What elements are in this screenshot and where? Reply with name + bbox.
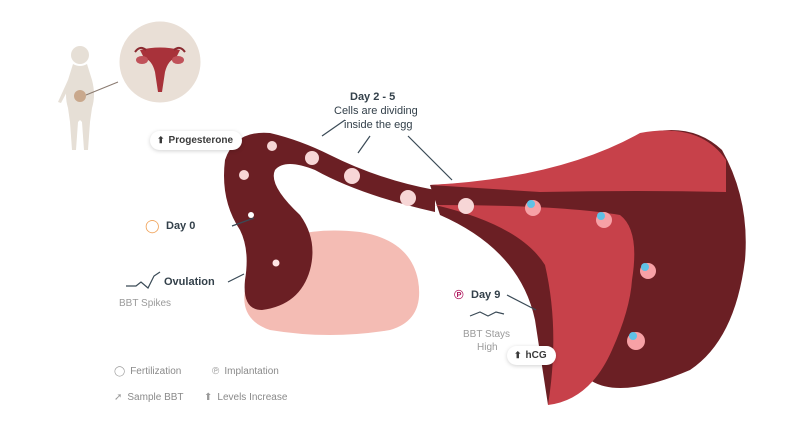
day9-label: Day 9 <box>471 289 501 301</box>
fertilization-icon: ◯ <box>114 366 126 377</box>
uterus-outer <box>430 130 726 192</box>
egg-day0 <box>248 212 254 218</box>
zoom-pointer <box>85 81 119 96</box>
legend-fertilization-label: Fertilization <box>130 366 182 377</box>
uterus-marker <box>74 90 86 102</box>
legend-sample-bbt-label: Sample BBT <box>127 392 184 403</box>
egg-3 <box>305 151 319 165</box>
cells-dividing-line2: inside the egg <box>344 119 413 131</box>
fertilization-icon: ◯ <box>145 218 160 233</box>
day-2-5-label: Day 2 - 5 <box>350 91 396 103</box>
cells-dividing-line1: Cells are dividing <box>334 105 418 117</box>
ovulation-label: Ovulation <box>164 276 215 288</box>
egg-4 <box>344 168 360 184</box>
egg-1 <box>239 170 249 180</box>
legend-levels-increase: ⬆ Levels Increase <box>204 392 287 403</box>
legend-implantation-label: Implantation <box>224 366 279 377</box>
up-arrow-icon: ⬆ <box>514 350 522 360</box>
bbt-stays-line2: High <box>477 342 498 353</box>
day0-label: Day 0 <box>166 220 196 232</box>
legend-levels-increase-label: Levels Increase <box>217 392 288 403</box>
uterus-inner <box>435 205 635 405</box>
progesterone-label: Progesterone <box>168 135 234 146</box>
hcg-badge: ⬆hCG <box>507 346 556 365</box>
legend-implantation: ℗ Implantation <box>212 366 279 377</box>
egg-6 <box>458 198 474 214</box>
egg-2 <box>267 141 277 151</box>
hcg-label: hCG <box>525 350 547 361</box>
bbt-spikes-label: BBT Spikes <box>119 298 172 309</box>
egg-5 <box>400 190 416 206</box>
implantation-icon: ℗ <box>454 287 464 302</box>
embryos <box>525 200 656 350</box>
egg-cells <box>239 141 474 267</box>
bbt-high-graph <box>469 311 505 317</box>
body-silhouette <box>58 46 94 150</box>
legend-fertilization: ◯ Fertilization <box>114 366 181 377</box>
bbt-spike-graph <box>126 271 161 289</box>
up-arrow-icon: ⬆ <box>204 392 213 403</box>
implantation-icon: ℗ <box>212 366 220 377</box>
pointer-arrows <box>227 119 537 311</box>
bbt-chart-icon: ➚ <box>114 392 123 403</box>
zoom-circle <box>116 18 204 106</box>
egg-ovulation <box>272 259 280 267</box>
progesterone-badge: ⬆Progesterone <box>150 131 243 150</box>
legend-sample-bbt: ➚ Sample BBT <box>114 392 184 403</box>
bbt-stays-line1: BBT Stays <box>463 329 511 340</box>
up-arrow-icon: ⬆ <box>157 135 165 145</box>
